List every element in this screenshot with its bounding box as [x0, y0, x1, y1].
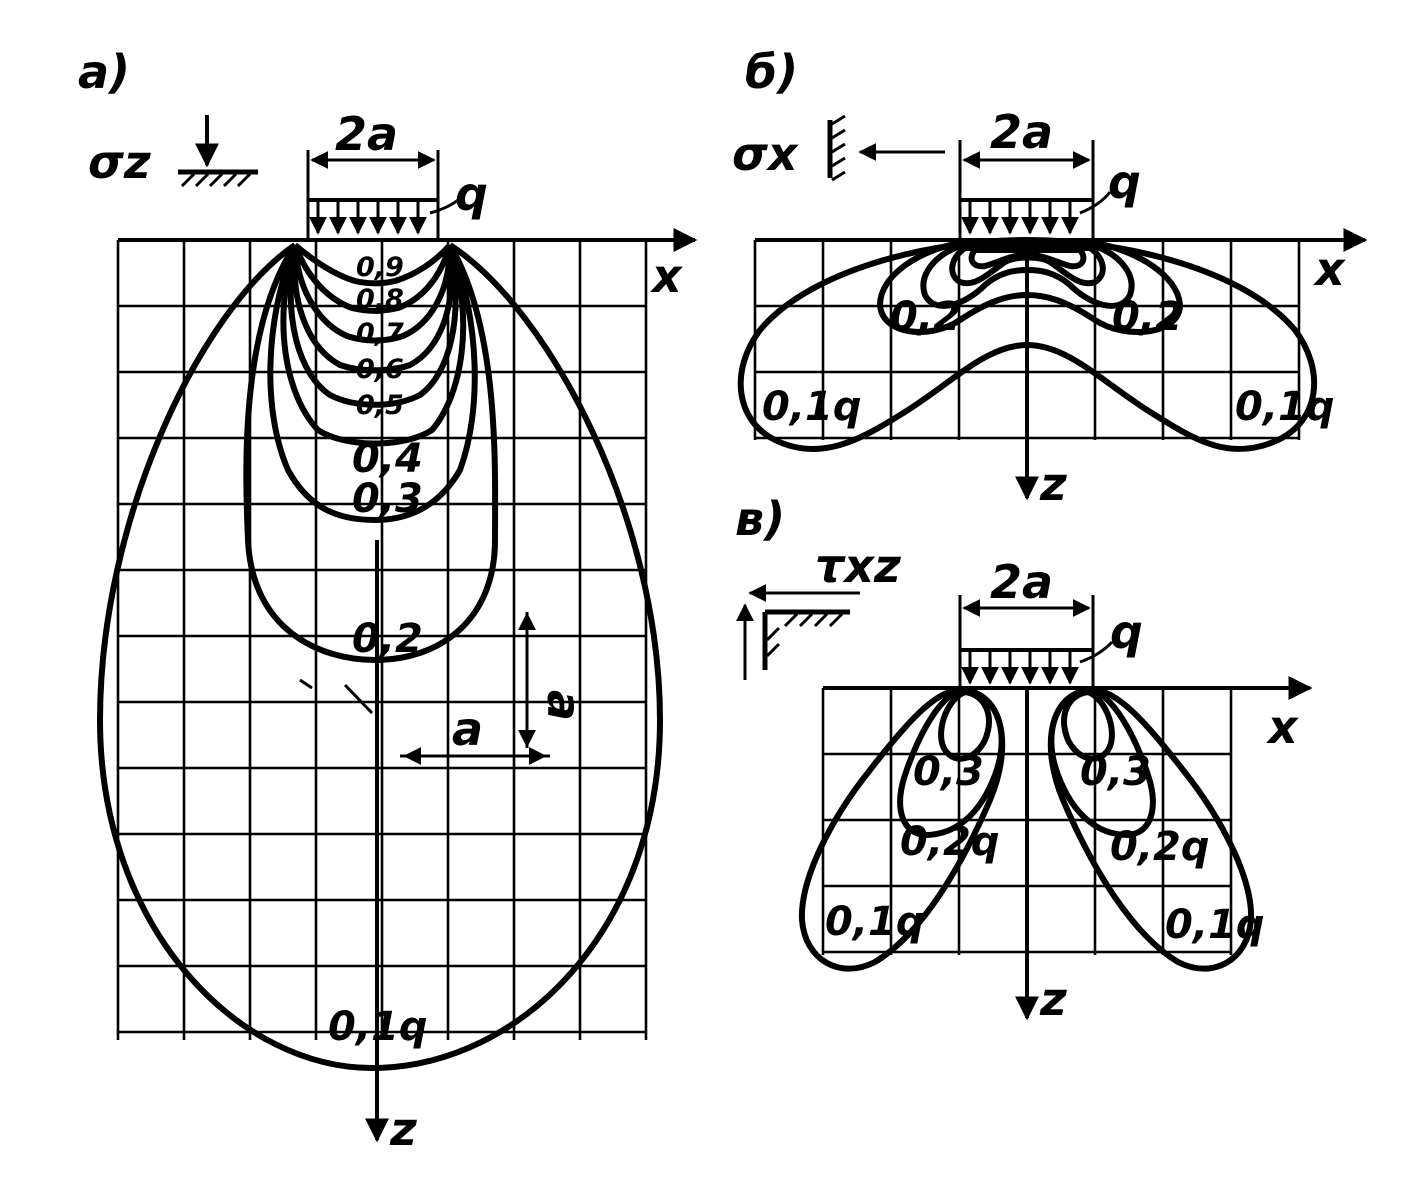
panel-b-stress-symbol [827, 114, 945, 182]
isobar-0-1q [737, 237, 1317, 452]
panel-c-isobars [798, 687, 1255, 972]
panel-b-tag: б) [745, 45, 798, 99]
iso-label-0-1q: 0,1q [328, 1004, 428, 1050]
panel-a-grid [116, 240, 648, 1040]
panel-c-z-label: z [1039, 972, 1067, 1026]
panel-a-scale-horizontal: a [400, 702, 550, 765]
panel-a-z-label: z [389, 1102, 417, 1156]
isobar-0-3-left [938, 689, 992, 762]
panel-a-isobar-labels: 0,9 0,8 0,7 0,6 0,5 0,4 0,3 0,2 0,1q [328, 252, 428, 1050]
iso-label-0-1q-left: 0,1q [825, 899, 925, 945]
isobar-0-2 [243, 243, 499, 663]
isobar-0-3-right [1061, 689, 1115, 762]
panel-a-isobars [97, 242, 663, 1072]
panel-b-width-dimension: 2a [958, 105, 1095, 240]
panel-c-load-label: q [1110, 605, 1143, 659]
iso-label-0-2q-right: 0,2q [1110, 824, 1210, 870]
isobar-0-7 [292, 244, 453, 344]
isobar-0-1q-left [798, 687, 1006, 972]
iso-label-0-2: 0,2 [352, 616, 423, 662]
isobar-0-2q-right [1048, 687, 1156, 838]
panel-c-distributed-load: q [960, 605, 1143, 685]
panel-b-z-label: z [1039, 457, 1067, 511]
iso-label-0-2-left: 0,2 [890, 294, 961, 340]
panel-c-stress-symbol [736, 584, 860, 680]
iso-label-0-5: 0,5 [356, 390, 404, 421]
panel-b-isobar-labels: 0,2 0,2 0,1q 0,1q [762, 294, 1335, 430]
isobar-0-6 [291, 244, 455, 374]
iso-label-0-9: 0,9 [356, 252, 404, 283]
panel-c-stress-label: τxz [815, 539, 901, 593]
panel-c-width-dimension: 2a [958, 555, 1095, 690]
panel-a-scale-h-label: a [452, 702, 483, 756]
isobar-0-2q-left [897, 687, 1005, 838]
panel-a-x-label: x [650, 249, 683, 303]
panel-a-stress-symbol [178, 115, 258, 188]
isobar-0-3 [920, 243, 1135, 309]
panel-c-tag: в) [735, 492, 785, 546]
panel-b-distributed-load: q [960, 155, 1141, 235]
panel-b: б) σx 2a [732, 45, 1368, 511]
isobar-0-5 [968, 247, 1087, 270]
panel-b-isobars [737, 237, 1317, 452]
panel-a-distributed-load: q [308, 167, 488, 235]
panel-a-width-dimension: 2a [306, 107, 440, 238]
iso-label-0-6: 0,6 [356, 354, 404, 385]
iso-label-0-3-right: 0,3 [1080, 749, 1151, 795]
panel-b-x-label: x [1313, 242, 1346, 296]
isobar-0-4 [280, 244, 467, 447]
iso-label-0-7: 0,7 [356, 318, 404, 349]
panel-c-isobar-labels: 0,3 0,3 0,2q 0,2q 0,1q 0,1q [825, 749, 1265, 948]
panel-a-stress-label: σz [88, 135, 151, 189]
panel-a-scale-v-label: a [537, 690, 591, 721]
iso-label-0-1q-right: 0,1q [1235, 384, 1335, 430]
isobar-0-8 [292, 243, 453, 314]
isobar-0-1q-right [1047, 687, 1255, 972]
iso-label-0-2q-left: 0,2q [900, 819, 1000, 865]
isobar-0-5 [287, 244, 459, 408]
panel-c-x-label: x [1266, 700, 1299, 754]
iso-label-0-3: 0,3 [352, 476, 423, 522]
iso-label-0-8: 0,8 [356, 284, 404, 315]
panel-b-width-label: 2a [990, 105, 1053, 159]
panel-b-stress-label: σx [732, 127, 799, 181]
panel-a-load-label: q [455, 167, 488, 221]
iso-label-0-1q-right: 0,1q [1165, 902, 1265, 948]
panel-a-width-label: 2a [335, 107, 398, 161]
isobar-0-1q [97, 242, 663, 1072]
panel-a: а) σz 2a [78, 45, 698, 1156]
panel-b-load-label: q [1108, 155, 1141, 209]
panel-c-width-label: 2a [990, 555, 1053, 609]
iso-label-0-3-left: 0,3 [913, 749, 984, 795]
panel-c: в) τxz 2a [735, 492, 1313, 1026]
panel-a-scale-vertical: a [518, 612, 591, 748]
iso-label-0-4: 0,4 [352, 436, 423, 482]
panel-a-tag: а) [78, 45, 130, 99]
isobar-0-3 [267, 243, 478, 523]
iso-label-0-2-right: 0,2 [1112, 294, 1183, 340]
isobar-0-9 [293, 242, 453, 287]
iso-label-0-1q-left: 0,1q [762, 384, 862, 430]
